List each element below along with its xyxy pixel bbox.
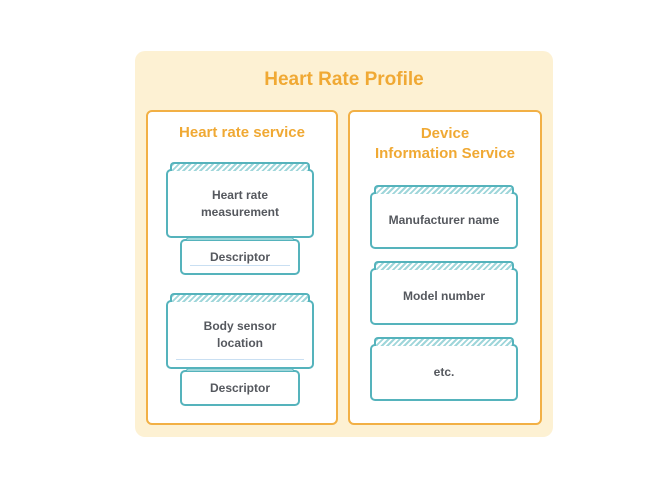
divider-line [176, 359, 304, 360]
characteristic-heart-rate-measurement: Heart rate measurement [166, 162, 314, 238]
characteristic-label: Body sensor location [203, 318, 277, 350]
device-information-service-title: Device Information Service [374, 125, 516, 162]
characteristic-label: etc. [433, 365, 455, 379]
descriptor-label: Descriptor [209, 380, 271, 395]
characteristic-body-sensor-location: Body sensor location [166, 293, 314, 369]
profile-title: Heart Rate Profile [264, 69, 424, 90]
characteristic-label: Manufacturer name [388, 213, 500, 227]
characteristic-manufacturer-name: Manufacturer name [370, 185, 518, 249]
characteristic-label: Heart rate measurement [200, 187, 280, 219]
characteristic-etc: etc. [370, 337, 518, 401]
descriptor-body-sensor-location: Descriptor [180, 368, 300, 406]
divider-line [190, 265, 290, 266]
heart-rate-service: Heart rate service Heart rate measuremen… [146, 110, 338, 425]
characteristic-label: Model number [402, 289, 485, 303]
descriptor-heart-rate-measurement: Descriptor [180, 237, 300, 275]
device-information-service: Device Information Service Manufacturer … [348, 110, 542, 425]
characteristic-model-number: Model number [370, 261, 518, 325]
descriptor-label: Descriptor [209, 249, 271, 264]
heart-rate-profile: Heart Rate Profile Heart rate service He… [135, 51, 553, 437]
heart-rate-service-title: Heart rate service [179, 124, 305, 141]
